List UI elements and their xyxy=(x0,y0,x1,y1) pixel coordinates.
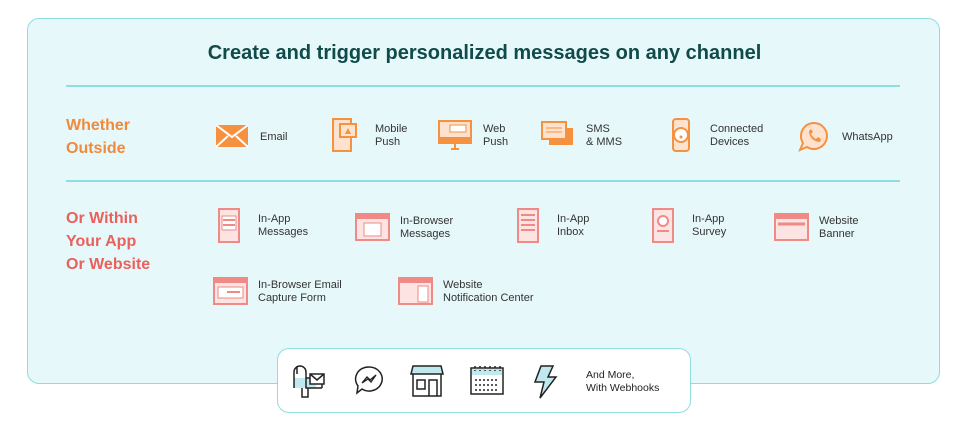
label-line: In-App xyxy=(557,212,590,225)
divider xyxy=(66,180,900,182)
label-line: Notification Center xyxy=(443,291,534,304)
label-line: Website xyxy=(443,278,483,291)
email-icon xyxy=(215,124,249,148)
label-line: Connected xyxy=(710,122,764,135)
label-line: In-App xyxy=(692,212,725,225)
label-line: Website xyxy=(819,214,859,227)
channel-label: WhatsApp xyxy=(842,131,893,144)
label-line: Mobile xyxy=(375,122,408,135)
label-line: Messages xyxy=(258,225,309,238)
channel-sms: SMS& MMS xyxy=(541,118,622,153)
label-line: WhatsApp xyxy=(842,131,893,143)
mailbox-icon xyxy=(293,365,325,398)
heading-line: Outside xyxy=(66,140,126,157)
label-line: In-Browser Email xyxy=(258,278,342,291)
label-line: Devices xyxy=(710,135,750,148)
channel-label: SMS& MMS xyxy=(586,123,622,149)
in-app-survey-icon xyxy=(652,208,674,243)
divider xyxy=(66,85,900,87)
label-line: In-App xyxy=(258,212,291,225)
sms-icon xyxy=(541,121,573,145)
storefront-icon xyxy=(410,365,444,397)
in-app-messages-icon xyxy=(218,208,240,243)
label-line: Web xyxy=(483,122,506,135)
label-line: & MMS xyxy=(586,135,623,148)
label-line: In-Browser xyxy=(400,214,454,227)
heading-line: Or Website xyxy=(66,256,151,273)
notification-center-icon xyxy=(398,277,433,305)
calendar-icon xyxy=(470,366,504,395)
smartwatch-icon xyxy=(672,118,690,152)
website-banner-icon xyxy=(774,213,809,241)
label-line: Inbox xyxy=(557,225,584,238)
channel-email: Email xyxy=(215,120,288,155)
heading-line: Whether xyxy=(66,117,130,134)
heading-line: Your App xyxy=(66,233,137,250)
heading-line: Or Within xyxy=(66,210,138,227)
channels-panel xyxy=(27,18,940,384)
more-channels-box: And More,With Webhooks xyxy=(277,348,691,413)
more-line: With Webhooks xyxy=(586,382,660,394)
web-push-icon xyxy=(438,120,472,150)
email-capture-form-icon xyxy=(213,277,248,305)
label-line: Push xyxy=(483,135,509,148)
more-line: And More, xyxy=(586,369,635,381)
page-title: Create and trigger personalized messages… xyxy=(207,42,762,64)
label-line: Push xyxy=(375,135,401,148)
mobile-push-icon xyxy=(332,118,357,152)
channel-whatsapp: WhatsApp xyxy=(797,120,893,155)
more-webhooks-text: And More,With Webhooks xyxy=(586,369,659,395)
label-line: Email xyxy=(260,131,288,143)
in-browser-messages-icon xyxy=(355,213,390,241)
label-line: Messages xyxy=(400,227,451,240)
label-line: Capture Form xyxy=(258,291,326,304)
whatsapp-icon xyxy=(798,121,828,152)
messenger-icon xyxy=(354,366,383,395)
webhook-lightning-icon xyxy=(533,365,558,399)
channel-label: Email xyxy=(260,131,288,144)
label-line: SMS xyxy=(586,122,610,135)
label-line: Banner xyxy=(819,227,855,240)
in-app-inbox-icon xyxy=(517,208,539,243)
label-line: Survey xyxy=(692,225,727,238)
